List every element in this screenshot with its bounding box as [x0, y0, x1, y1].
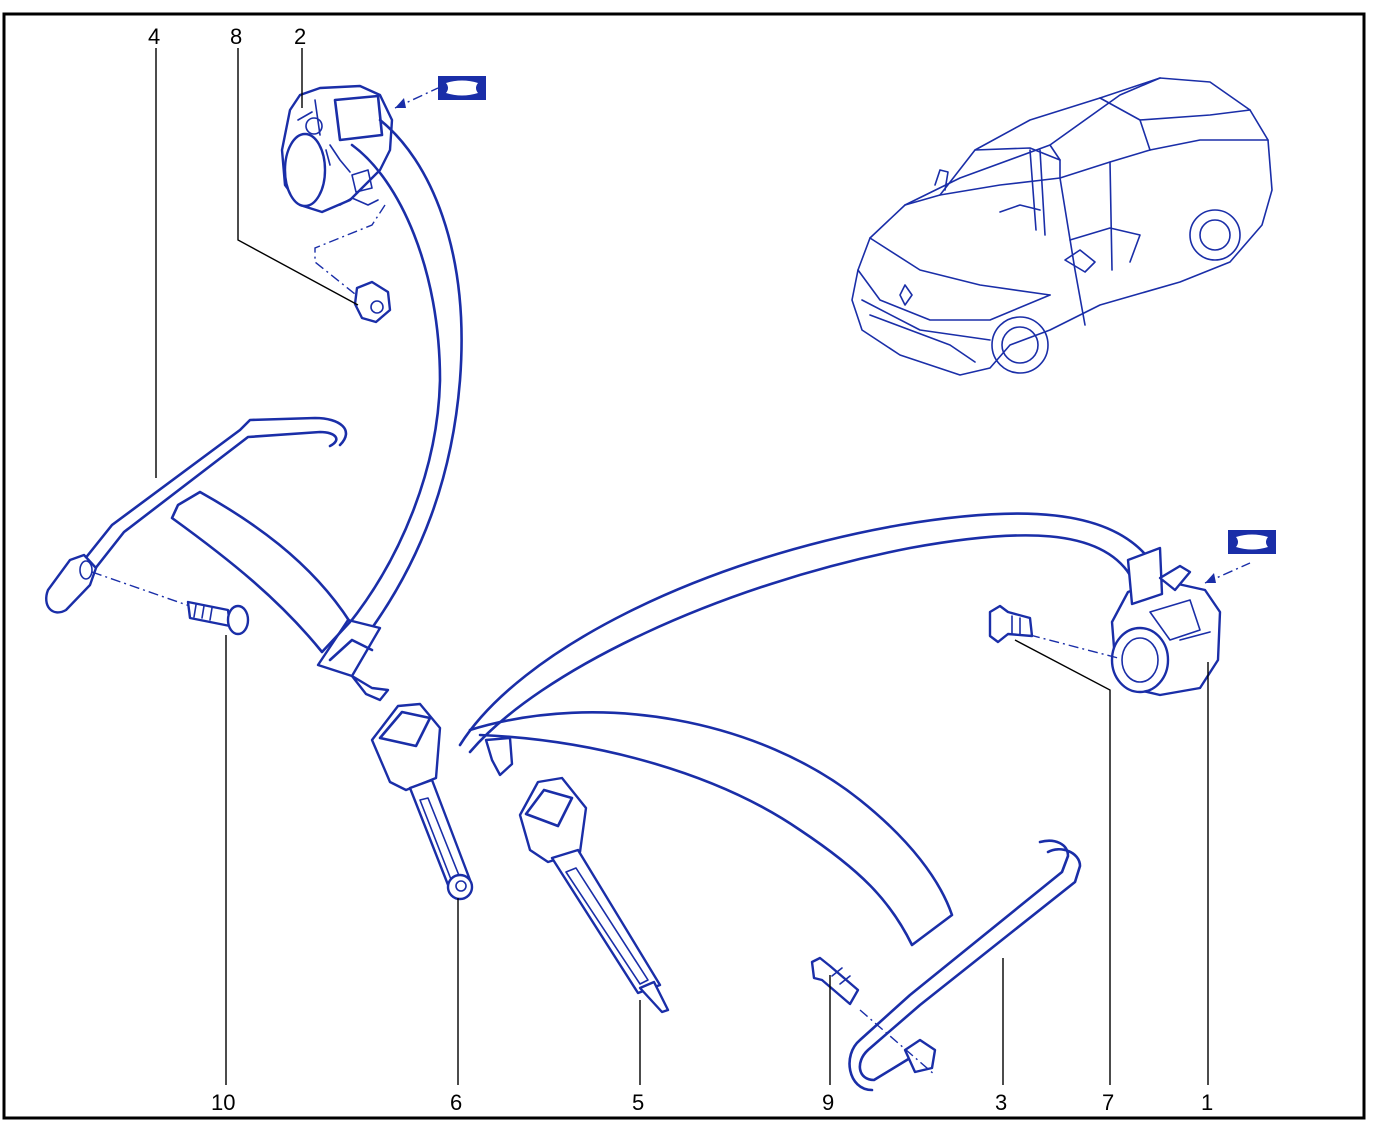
- diagram-frame: [2, 12, 1366, 1120]
- callout-7: 7: [1102, 1090, 1114, 1115]
- front-webbing-strap: [170, 118, 463, 702]
- bolt-10: [91, 571, 250, 636]
- front-retractor-2: [280, 84, 394, 214]
- car-illustration: [851, 77, 1273, 376]
- bolt-8: [314, 204, 392, 324]
- rear-webbing-strap: [458, 512, 1152, 947]
- bolt-9: [810, 956, 936, 1076]
- bolt-7: [988, 604, 1119, 659]
- callout-4: 4: [148, 24, 160, 49]
- torque-symbol-icon: [394, 76, 486, 109]
- callout-3: 3: [995, 1090, 1007, 1115]
- callout-10: 10: [211, 1090, 235, 1115]
- rail-3: [848, 839, 1082, 1092]
- callout-1: 1: [1201, 1090, 1213, 1115]
- callout-8: 8: [230, 24, 242, 49]
- leader-lines: [155, 48, 1209, 1085]
- rear-retractor-1: [1110, 546, 1222, 697]
- callout-6: 6: [450, 1090, 462, 1115]
- rail-4: [45, 416, 348, 614]
- buckle-stalk-6: [370, 702, 474, 901]
- torque-symbol-icon: [1204, 530, 1276, 584]
- callout-9: 9: [822, 1090, 834, 1115]
- callout-5: 5: [632, 1090, 644, 1115]
- buckle-stalk-5: [518, 776, 670, 1014]
- callout-2: 2: [294, 24, 306, 49]
